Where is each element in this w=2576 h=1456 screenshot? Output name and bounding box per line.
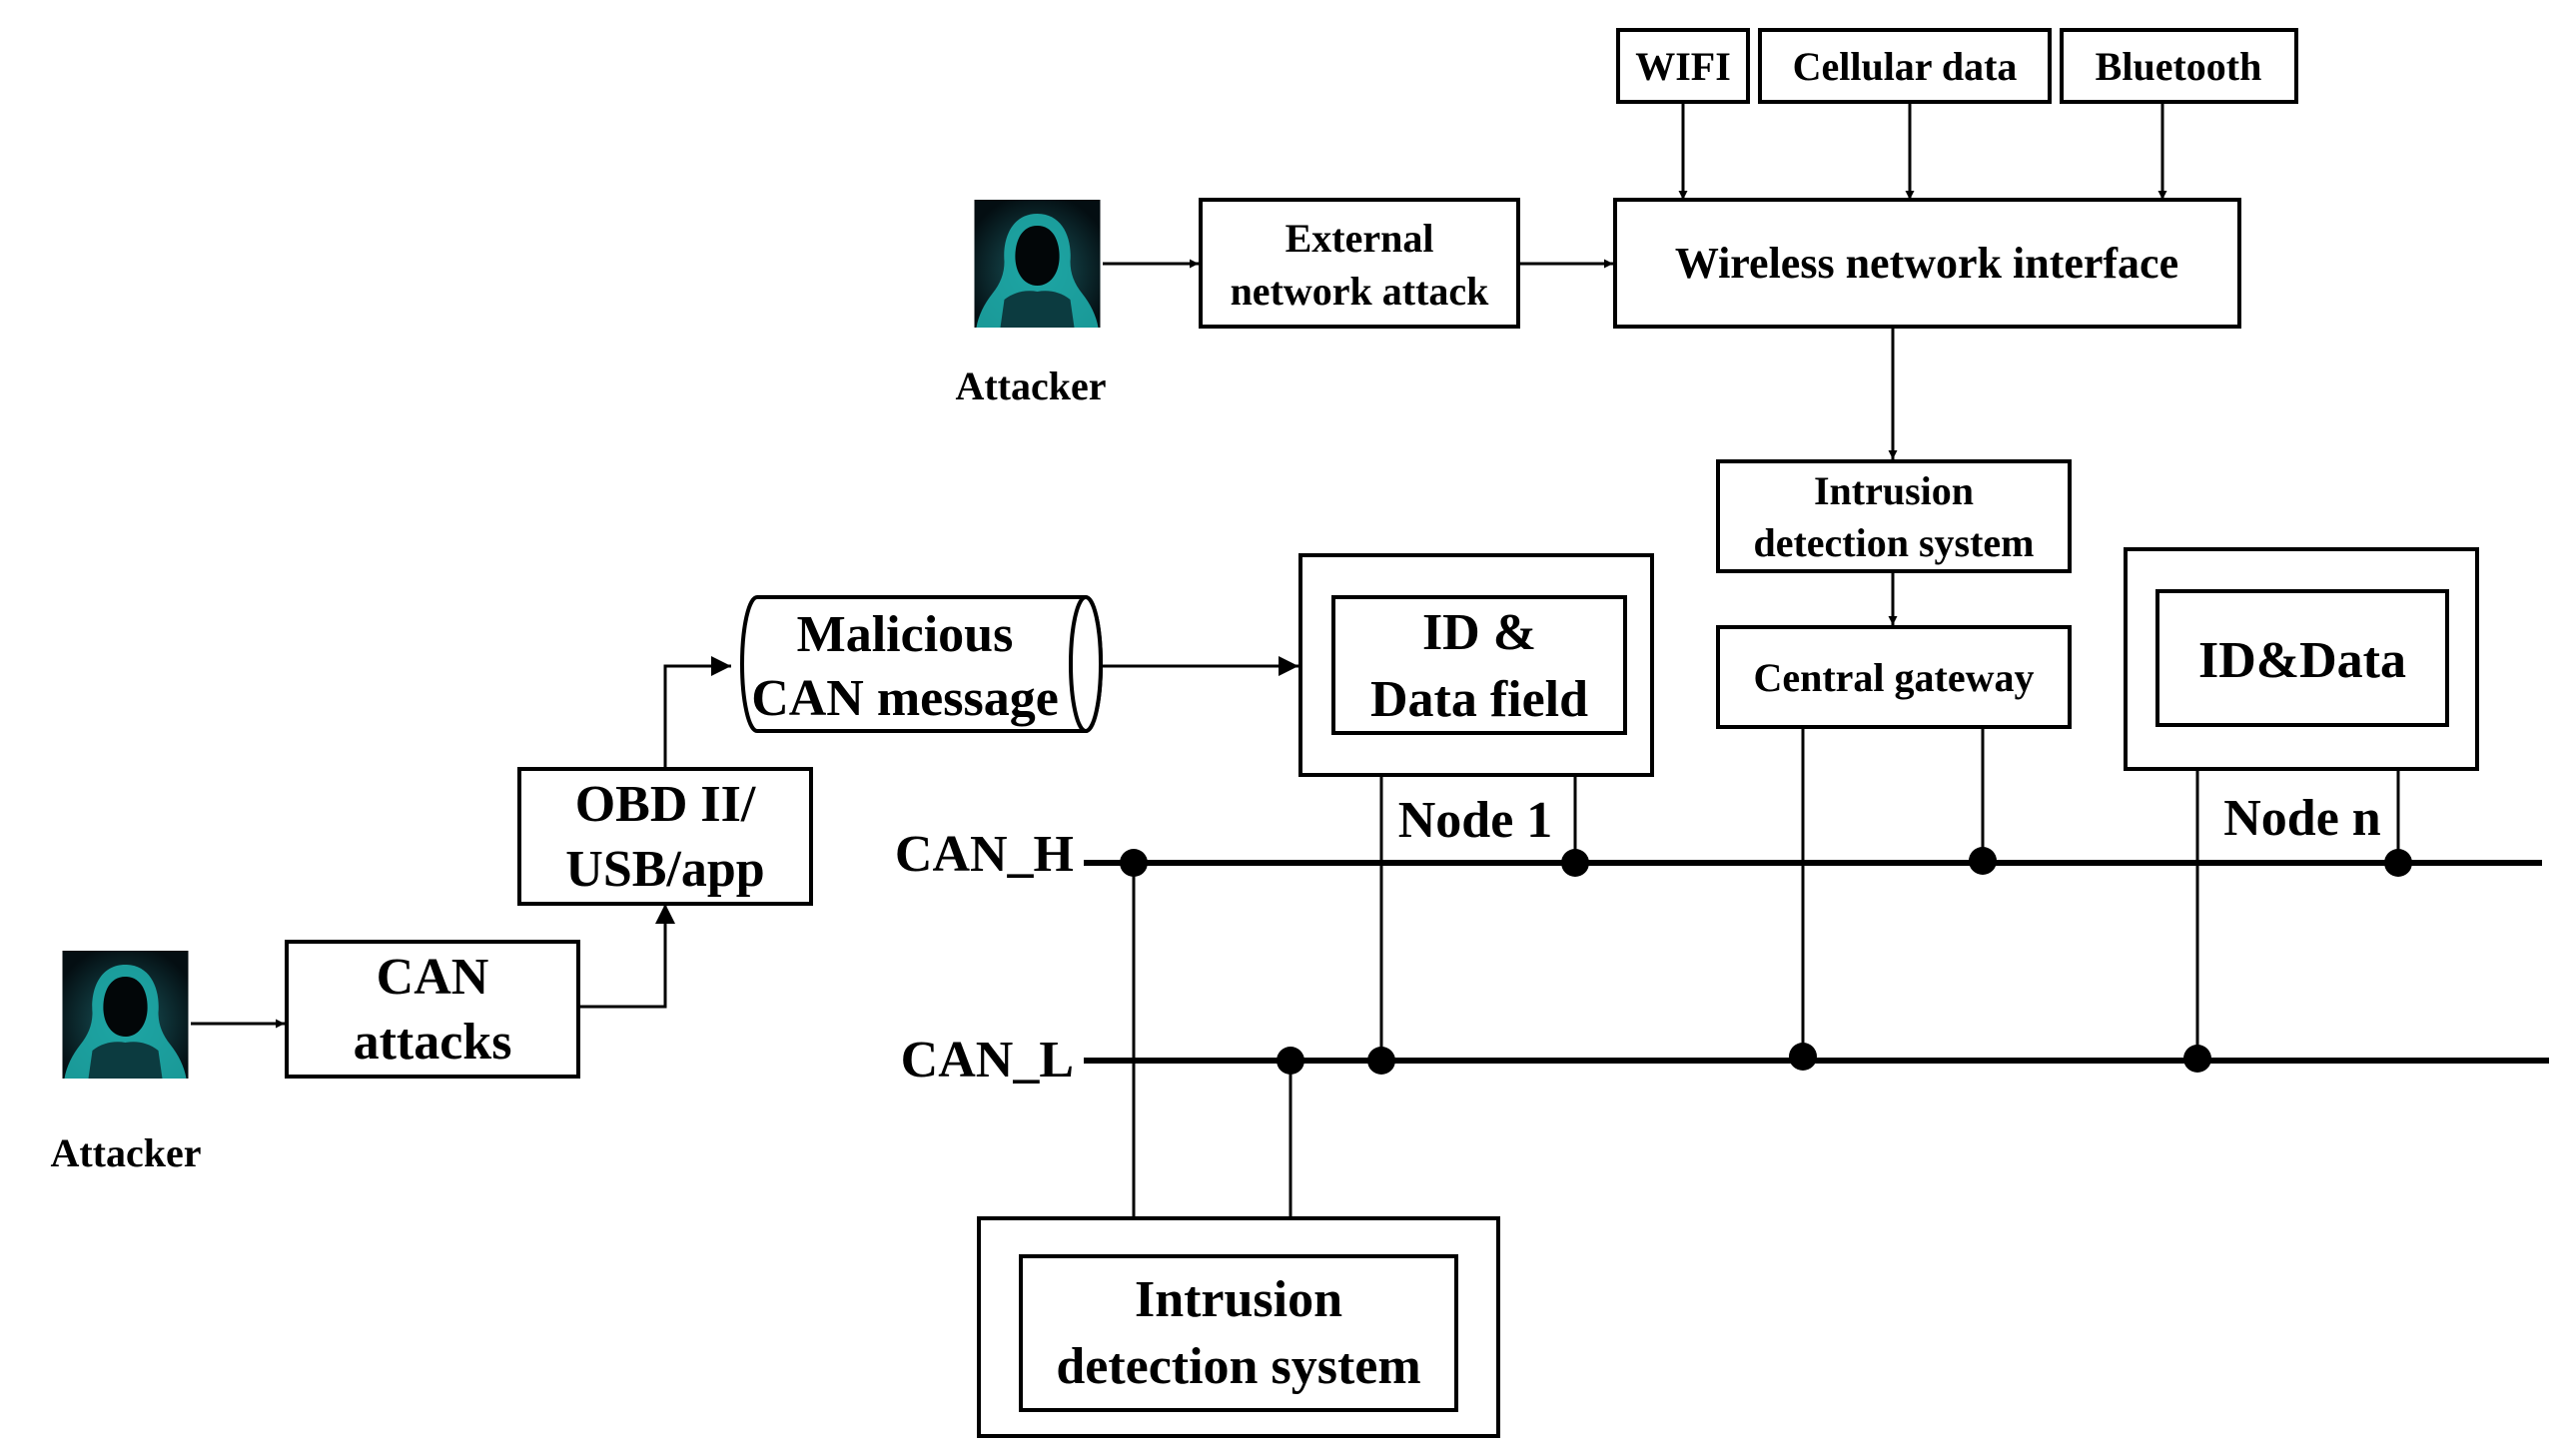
wireless-network-interface-box [1613,198,2241,329]
ids-top-line1: Intrusion [1814,468,1974,513]
noden-inner-box [2155,589,2449,727]
can-h-label: CAN_H [895,826,1074,883]
external-attack-line1: External [1286,216,1434,261]
malicious-message-line2: CAN message [751,670,1059,727]
junction-gateway-can-l [1789,1043,1817,1071]
can-attacks-line2: attacks [354,1014,512,1071]
ids-bottom-line1: Intrusion [1135,1271,1342,1328]
can-attacks-to-obd-arrow [578,904,675,1009]
node1-inner-box [1331,595,1627,735]
cellular-data-label: Cellular data [1793,44,2018,89]
central-gateway-box [1716,625,2072,729]
noden-inner-label: ID&Data [2198,632,2406,689]
junction-node1-can-h [1561,849,1589,877]
attacker-bottom-label: Attacker [50,1130,201,1175]
attacker-bottom-icon [62,951,189,1079]
ids-top-box [1716,459,2072,573]
bluetooth-label: Bluetooth [2096,44,2262,89]
wireless-network-interface-label: Wireless network interface [1675,239,2178,288]
bluetooth-box [2060,28,2298,104]
node1-inner-line1: ID & [1422,604,1536,661]
can-attacks-line1: CAN [377,949,489,1006]
can-l-label: CAN_L [901,1032,1074,1089]
ids-top-line2: detection system [1753,520,2034,565]
junction-gateway-can-h [1969,847,1997,875]
junction-ids-can-l [1277,1047,1304,1075]
malicious-can-message-cylinder [740,595,1103,733]
malicious-message-line1: Malicious [797,606,1014,663]
external-attack-line2: network attack [1231,269,1490,314]
obd-to-message-arrow [663,656,731,769]
junction-ids-can-h [1120,849,1148,877]
node1-inner-line2: Data field [1370,671,1588,728]
can-attacks-box [285,940,580,1079]
obd-line1: OBD II/ [575,776,756,833]
wifi-label: WIFI [1635,44,1731,89]
node1-label: Node 1 [1398,792,1553,849]
junction-node1-can-l [1367,1047,1395,1075]
attacker-top-label: Attacker [955,364,1106,408]
junction-noden-can-h [2384,849,2412,877]
central-gateway-label: Central gateway [1753,655,2034,700]
ids-bottom-inner-box [1019,1254,1458,1412]
cellular-data-box [1758,28,2052,104]
obd-line2: USB/app [565,841,764,898]
noden-label: Node n [2223,790,2381,847]
junction-noden-can-l [2183,1045,2211,1073]
attacker-top-icon [974,200,1101,328]
ids-bottom-line2: detection system [1056,1338,1420,1395]
